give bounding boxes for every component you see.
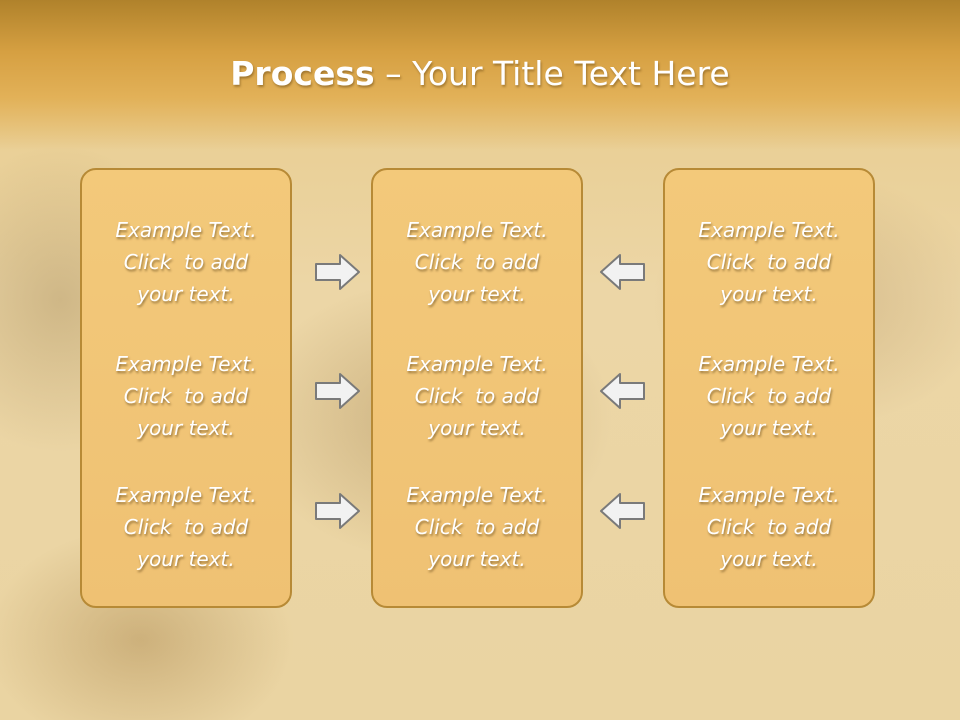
text-line: Example Text. — [698, 352, 840, 376]
text-line: Example Text. — [406, 218, 548, 242]
text-placeholder[interactable]: Example Text. Click to add your text. — [665, 479, 873, 575]
text-line: Click to add — [123, 515, 249, 539]
text-line: Click to add — [706, 515, 832, 539]
arrow-left-icon — [598, 252, 646, 292]
text-line: Example Text. — [115, 218, 257, 242]
text-placeholder[interactable]: Example Text. Click to add your text. — [665, 214, 873, 310]
text-line: Example Text. — [115, 483, 257, 507]
text-line: your text. — [137, 282, 235, 306]
text-line: your text. — [137, 416, 235, 440]
text-line: your text. — [428, 282, 526, 306]
text-placeholder[interactable]: Example Text. Click to add your text. — [373, 348, 581, 444]
text-line: Click to add — [414, 515, 540, 539]
text-line: your text. — [428, 547, 526, 571]
text-line: your text. — [137, 547, 235, 571]
title-bold: Process — [230, 54, 375, 93]
process-box-left[interactable]: Example Text. Click to add your text. Ex… — [80, 168, 292, 608]
text-placeholder[interactable]: Example Text. Click to add your text. — [82, 214, 290, 310]
text-line: Click to add — [706, 250, 832, 274]
title-band — [0, 0, 960, 150]
arrow-right-icon — [314, 491, 362, 531]
slide-title[interactable]: Process – Your Title Text Here — [0, 52, 960, 96]
process-box-right[interactable]: Example Text. Click to add your text. Ex… — [663, 168, 875, 608]
text-line: your text. — [720, 416, 818, 440]
text-line: Click to add — [123, 384, 249, 408]
text-line: Click to add — [414, 250, 540, 274]
title-rest: – Your Title Text Here — [374, 54, 730, 93]
text-line: Example Text. — [698, 218, 840, 242]
text-placeholder[interactable]: Example Text. Click to add your text. — [82, 348, 290, 444]
text-line: Click to add — [123, 250, 249, 274]
text-line: Example Text. — [406, 483, 548, 507]
text-line: your text. — [720, 282, 818, 306]
text-line: your text. — [720, 547, 818, 571]
text-line: Example Text. — [406, 352, 548, 376]
text-placeholder[interactable]: Example Text. Click to add your text. — [373, 479, 581, 575]
arrow-left-icon — [598, 491, 646, 531]
text-line: Click to add — [706, 384, 832, 408]
text-placeholder[interactable]: Example Text. Click to add your text. — [373, 214, 581, 310]
arrow-left-icon — [598, 371, 646, 411]
text-placeholder[interactable]: Example Text. Click to add your text. — [665, 348, 873, 444]
text-line: Click to add — [414, 384, 540, 408]
arrow-right-icon — [314, 252, 362, 292]
arrow-right-icon — [314, 371, 362, 411]
text-line: Example Text. — [115, 352, 257, 376]
process-box-center[interactable]: Example Text. Click to add your text. Ex… — [371, 168, 583, 608]
text-line: your text. — [428, 416, 526, 440]
text-placeholder[interactable]: Example Text. Click to add your text. — [82, 479, 290, 575]
text-line: Example Text. — [698, 483, 840, 507]
